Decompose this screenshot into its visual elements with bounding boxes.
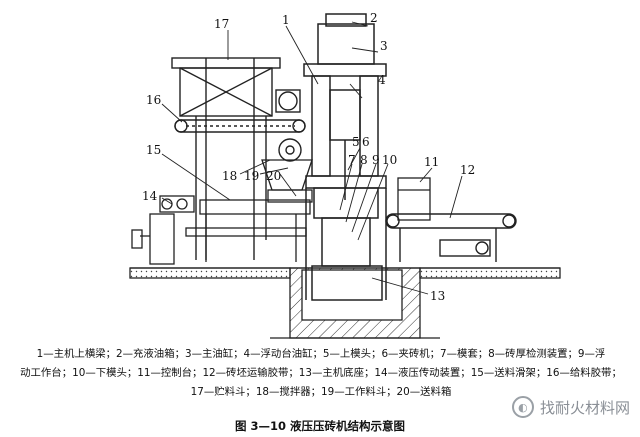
- leader-lines: [161, 21, 463, 295]
- callout-8: 8: [360, 153, 368, 167]
- callout-10: 10: [382, 153, 397, 167]
- callout-17: 17: [214, 17, 229, 31]
- control-panel: [397, 177, 431, 221]
- callout-4: 4: [378, 73, 386, 87]
- legend-line-2: 动工作台；10—下模头；11—控制台；12—砖坯运输胶带；13—主机底座；14—…: [20, 367, 622, 379]
- belt-drive: [275, 89, 302, 162]
- callout-20: 20: [266, 169, 281, 183]
- callout-14: 14: [142, 189, 158, 203]
- callout-18: 18: [222, 169, 237, 183]
- callout-15: 15: [146, 143, 161, 157]
- callout-19: 19: [244, 169, 259, 183]
- callout-6: 6: [362, 135, 370, 149]
- callout-11: 11: [424, 155, 439, 169]
- feed-conveyor-belt: [174, 119, 306, 133]
- callout-16: 16: [146, 93, 161, 107]
- main-press-frame: [303, 13, 387, 301]
- callout-3: 3: [380, 39, 388, 53]
- callout-12: 12: [460, 163, 475, 177]
- callout-9: 9: [372, 153, 380, 167]
- callout-2: 2: [370, 11, 378, 25]
- foundation: [129, 267, 561, 339]
- watermark-text: 找耐火材料网: [539, 398, 630, 417]
- watermark: ◐ 找耐火材料网: [511, 396, 630, 418]
- logo-icon: ◐: [511, 396, 534, 418]
- figure-caption: 图 3—10 液压压砖机结构示意图: [234, 419, 405, 433]
- hydraulic-drive-unit: [131, 195, 195, 265]
- brick-conveyor-belt: [385, 213, 517, 262]
- legend-line-1: 1—主机上横梁；2—充液油箱；3—主油缸；4—浮动台油缸；5—上模头；6—夹砖机…: [36, 348, 606, 360]
- callout-labels: 17 1 2 3 4 16 5 6 15 7 8 9 10 11 12 18 1…: [142, 11, 475, 303]
- callout-5: 5: [352, 135, 360, 149]
- callout-13: 13: [430, 289, 445, 303]
- press-machine-diagram: 17 1 2 3 4 16 5 6 15 7 8 9 10 11 12 18 1…: [129, 11, 561, 339]
- parts-legend: 1—主机上横梁；2—充液油箱；3—主油缸；4—浮动台油缸；5—上模头；6—夹砖机…: [6, 345, 636, 402]
- callout-7: 7: [348, 153, 356, 167]
- storage-hopper: [171, 57, 281, 260]
- legend-line-3: 17—贮料斗；18—搅拌器；19—工作料斗；20—送料箱: [190, 386, 452, 398]
- callout-1: 1: [282, 13, 290, 27]
